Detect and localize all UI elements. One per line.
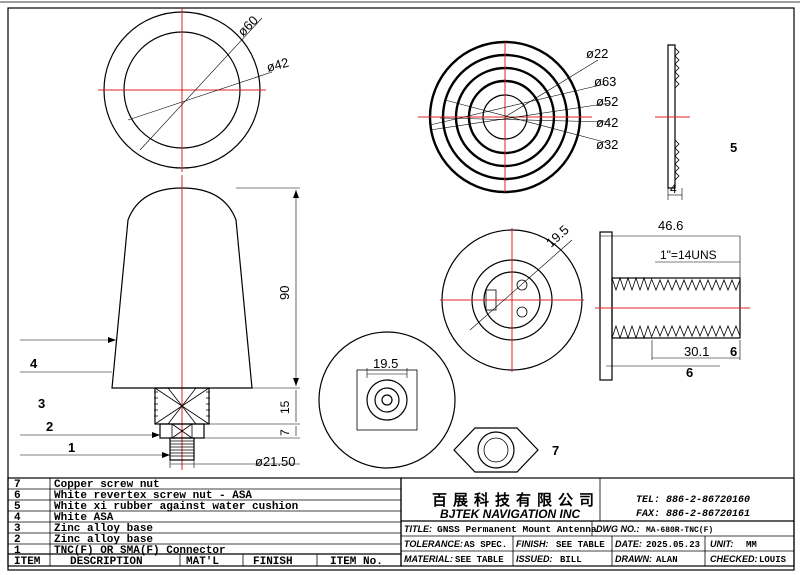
- bom-header-finish: FINISH: [253, 556, 293, 568]
- bom-row-description: Copper screw nut: [54, 479, 160, 491]
- dim-conn-h2: 7: [278, 429, 292, 436]
- company-fax: FAX: 886-2-86720161: [636, 509, 750, 520]
- dim-top-inner: ø42: [265, 55, 291, 75]
- title-value: GNSS Permanent Mount Antenna: [437, 524, 597, 535]
- drawn-value: ALAN: [656, 555, 678, 565]
- bom-header-item: ITEM: [14, 556, 41, 568]
- balloon-5: 5: [730, 140, 737, 155]
- title-label: TITLE:: [404, 524, 432, 534]
- bom-row-item: 2: [14, 534, 21, 546]
- balloon-3: 3: [38, 396, 45, 411]
- dim-ring-d2: ø63: [594, 74, 616, 89]
- dim-ring-d1: ø22: [586, 46, 608, 61]
- cushion-view: ø22 ø63 ø52 ø42 ø32: [418, 40, 618, 194]
- dwg-value: MA-680R-TNC(F): [646, 526, 713, 535]
- dim-conn-h1: 15: [278, 400, 292, 414]
- bom-row-description: Zinc alloy base: [54, 523, 153, 535]
- dim-ring-d5: ø32: [596, 137, 618, 152]
- balloon-6b: 6: [686, 365, 693, 380]
- bom-row-item: 1: [14, 545, 21, 557]
- issued-value: BILL: [560, 555, 582, 565]
- checked-value: LOUIS: [759, 555, 787, 565]
- dim-top-outer: ø60: [235, 13, 261, 39]
- bom-row-item: 3: [14, 523, 21, 535]
- cushion-side-view: 4 5: [655, 44, 737, 200]
- title-block: 百展科技有限公司 BJTEK NAVIGATION INC TEL: 886-2…: [400, 477, 795, 567]
- dwg-label: DWG NO.:: [596, 524, 640, 534]
- bom-row-description: Zinc alloy base: [54, 534, 153, 546]
- top-view: ø60 ø42: [98, 8, 290, 172]
- front-view: 90 15 7 ø21.50 4 3 2 1: [20, 175, 300, 470]
- bom-row-item: 5: [14, 501, 21, 513]
- hex-nut-view: 7: [453, 427, 559, 473]
- issued-label: ISSUED:: [516, 554, 553, 564]
- bom-row-description: White revertex screw nut - ASA: [54, 490, 252, 502]
- bom-table: 7 Copper screw nut 6 White revertex screw n…: [7, 477, 402, 568]
- company-tel: TEL: 886-2-86720160: [636, 495, 750, 506]
- unit-label: UNIT:: [710, 539, 733, 549]
- dim-body-height: 90: [277, 286, 292, 300]
- base-bottom-view: 19.5: [318, 331, 456, 469]
- drawn-label: DRAWN:: [615, 554, 652, 564]
- tolerance-label: TOLERANCE:: [404, 539, 463, 549]
- dim-ring-d3: ø52: [596, 94, 618, 109]
- balloon-6a: 6: [730, 344, 737, 359]
- company-name-cn: 百展科技有限公司: [432, 491, 600, 509]
- dim-bolt-thread: 30.1: [684, 344, 709, 359]
- balloon-4: 4: [30, 356, 38, 371]
- dim-base-width: 19.5: [373, 356, 398, 371]
- material-label: MATERIAL:: [404, 554, 453, 564]
- dim-ring-d4: ø42: [596, 115, 618, 130]
- date-value: 2025.05.23: [646, 540, 700, 550]
- nut-front-view: 19.5: [440, 222, 584, 372]
- balloon-2: 2: [46, 419, 53, 434]
- balloon-7: 7: [552, 443, 559, 458]
- dim-body-base: ø21.50: [255, 454, 295, 469]
- finish-value: SEE TABLE: [556, 540, 605, 550]
- tolerance-value: AS SPEC.: [464, 540, 507, 550]
- bom-row-item: 7: [14, 479, 21, 491]
- sheet-border: [7, 7, 795, 571]
- bom-header-mat: MAT'L: [186, 556, 219, 568]
- bom-header-itemno: ITEM No.: [330, 556, 383, 568]
- bom-row-item: 6: [14, 490, 21, 502]
- balloon-1: 1: [68, 440, 75, 455]
- checked-label: CHECKED:: [710, 554, 758, 564]
- company-name-en: BJTEK NAVIGATION INC: [440, 507, 581, 521]
- bom-header-desc: DESCRIPTION: [70, 556, 143, 568]
- bolt-side-view: 46.6 1"=14UNS 30.1 6 6: [595, 218, 750, 381]
- dim-thread-spec: 1"=14UNS: [660, 248, 717, 262]
- bom-row-description: White xi rubber against water cushion: [54, 501, 298, 513]
- dim-bolt-length: 46.6: [658, 218, 683, 233]
- unit-value: MM: [746, 540, 757, 550]
- bom-row-description: White ASA: [54, 512, 114, 524]
- bom-row-description: TNC(F) OR SMA(F) Connector: [54, 545, 226, 557]
- finish-label: FINISH:: [516, 539, 549, 549]
- dim-cushion-thk: 4: [670, 182, 677, 196]
- material-value: SEE TABLE: [455, 555, 504, 565]
- dim-nut-bolt-dia: 19.5: [543, 222, 572, 250]
- date-label: DATE:: [615, 539, 642, 549]
- bom-row-item: 4: [14, 512, 21, 524]
